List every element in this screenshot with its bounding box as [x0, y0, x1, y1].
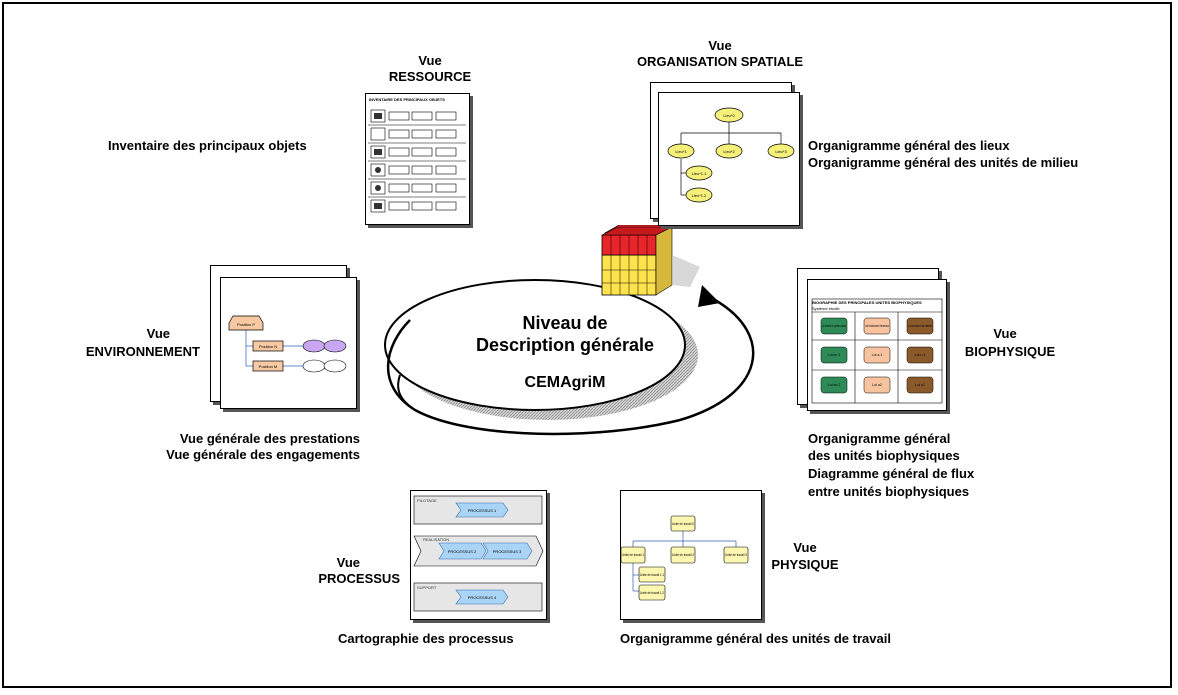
physique-document: Unité de travail 0 Unité de travail 1 Un… — [620, 490, 762, 620]
environnement-heading2: ENVIRONNEMENT — [85, 344, 200, 359]
bio-cell-2: Lot fonctionnel de matériel — [908, 324, 932, 328]
spatiale-node-0: Lieu*0 — [723, 113, 735, 118]
spatiale-heading2: ORGANISATION SPATIALE — [636, 54, 804, 69]
ressource-document: INVENTAIRE DES PRINCIPAUX OBJETS — [365, 93, 470, 225]
processus-heading2: PROCESSUS — [318, 571, 400, 586]
spatiale-document: Lieu*0 Lieu*1 Lieu*2 Lieu*3 Lieu*1.1 Lie… — [658, 92, 800, 226]
process-band-1: REALISATION — [423, 537, 449, 542]
bio-cell-8: Lot n2 — [915, 383, 925, 387]
physique-org-chart: Unité de travail 0 Unité de travail 1 Un… — [621, 515, 749, 601]
biophysique-caption4: entre unités biophysiques — [808, 484, 970, 499]
phys-node-5: Unité de travail 1.2 — [640, 591, 664, 595]
ressource-doc-content — [368, 109, 466, 213]
process-2: PROCESSUS 3 — [493, 549, 522, 554]
processus-map: PILOTAGE REALISATION SUPPORT PROCESSUS 1… — [413, 495, 544, 612]
biophysique-caption3: Diagramme général de flux — [808, 466, 975, 481]
biophysique-heading2: BIOPHYSIQUE — [964, 344, 1056, 359]
phys-node-0: Unité de travail 0 — [672, 522, 694, 526]
environnement-caption2: Vue générale des engagements — [166, 447, 360, 462]
environnement-heading1: Vue — [146, 326, 170, 341]
env-node-1: Position N — [259, 344, 277, 349]
bio-cell-7: Lot a2 — [872, 383, 882, 387]
process-band-0: PILOTAGE — [417, 498, 437, 503]
bio-cell-0: Lot fonctionnel de parcelles cultivées — [822, 324, 846, 328]
processus-caption: Cartographie des processus — [338, 631, 514, 646]
physique-heading2: PHYSIQUE — [771, 557, 839, 572]
bio-cell-5: Lot n 1 — [915, 353, 926, 357]
process-band-2: SUPPORT — [417, 585, 437, 590]
processus-heading1: Vue — [336, 555, 360, 570]
processus-document: PILOTAGE REALISATION SUPPORT PROCESSUS 1… — [410, 490, 547, 620]
bio-cell-6: Lot en 2 — [828, 383, 841, 387]
phys-node-2: Unité de travail 2 — [672, 553, 694, 557]
center-title-line1: Niveau de — [522, 313, 608, 333]
bio-doc-header: BIOGRAPHIE DES PRINCIPALES UNITES BIOPHY… — [812, 300, 922, 305]
environnement-caption1: Vue générale des prestations — [179, 431, 360, 446]
biophysique-document: BIOGRAPHIE DES PRINCIPALES UNITES BIOPHY… — [807, 279, 947, 411]
arrow-head — [698, 285, 720, 307]
bio-cell-3: Lot en 1 — [828, 353, 841, 357]
bio-cell-1: Lot fonctionnel d'animaux — [865, 324, 889, 328]
process-1: PROCESSUS 2 — [448, 549, 477, 554]
ressource-heading2: RESSOURCE — [388, 69, 472, 84]
ressource-caption: Inventaire des principaux objets — [108, 138, 307, 153]
bio-cell-4: Lot a 1 — [872, 353, 883, 357]
ressource-doc-header: INVENTAIRE DES PRINCIPAUX OBJETS — [369, 97, 445, 102]
env-position-p-shape — [228, 315, 264, 331]
cycle-arrow — [386, 298, 755, 436]
env-node-2: Position M — [259, 364, 278, 369]
phys-node-1: Unité de travail 1 — [622, 553, 644, 557]
bio-doc-sub: Système étudié — [812, 306, 840, 311]
env-node-0: Position P — [237, 322, 255, 327]
spatiale-node-3: Lieu*3 — [775, 149, 787, 154]
central-ellipse — [384, 279, 686, 411]
process-0: PROCESSUS 1 — [468, 508, 497, 513]
biophysique-caption1: Organigramme général — [808, 431, 951, 446]
physique-heading1: Vue — [793, 540, 817, 555]
bio-grid: Lot fonctionnel de parcelles cultivées L… — [811, 298, 943, 404]
environnement-diagram: Position P Position N Position M — [228, 315, 347, 373]
phys-node-4: Unité de travail 1.1 — [640, 573, 664, 577]
spatiale-org-chart: Lieu*0 Lieu*1 Lieu*2 Lieu*3 Lieu*1.1 Lie… — [667, 107, 795, 203]
database-cube-icon — [601, 225, 700, 296]
physique-caption: Organigramme général des unités de trava… — [620, 631, 891, 646]
biophysique-heading1: Vue — [993, 326, 1017, 341]
biophysique-caption2: des unités biophysiques — [808, 448, 960, 463]
arrow-tail — [397, 374, 416, 411]
spatiale-node-2: Lieu*2 — [723, 149, 735, 154]
center-title-line2: Description générale — [475, 335, 655, 355]
spatiale-heading1: Vue — [708, 38, 732, 53]
process-3: PROCESSUS 4 — [468, 595, 497, 600]
environnement-document: Position P Position N Position M — [220, 277, 357, 409]
phys-node-3: Unité de travail 3 — [725, 553, 747, 557]
ressource-heading1: Vue — [418, 53, 442, 68]
spatiale-node-4: Lieu*1.1 — [692, 171, 707, 176]
spatiale-node-5: Lieu*1.2 — [692, 193, 707, 198]
central-diagram — [384, 225, 755, 436]
center-subtitle: CEMAgriM — [524, 374, 606, 391]
spatiale-caption2: Organigramme général des unités de milie… — [808, 155, 1079, 170]
spatiale-caption1: Organigramme général des lieux — [808, 138, 1010, 153]
spatiale-node-1: Lieu*1 — [675, 149, 687, 154]
